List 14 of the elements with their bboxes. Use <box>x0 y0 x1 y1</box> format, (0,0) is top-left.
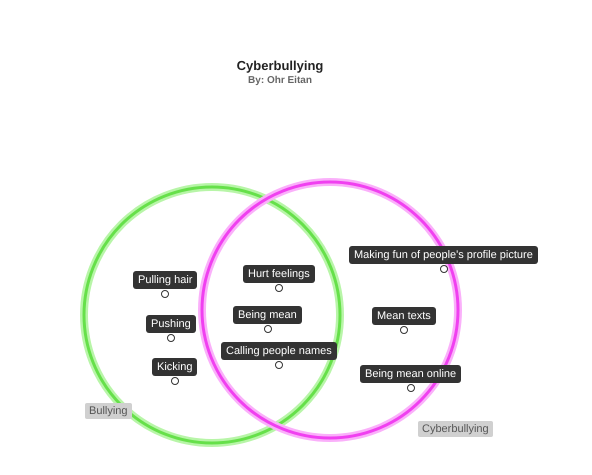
item-tag: Hurt feelings <box>243 265 315 283</box>
item-tag: Pulling hair <box>133 271 198 289</box>
item-tag: Being mean <box>233 306 302 324</box>
item-tag: Being mean online <box>360 365 462 383</box>
item-tag: Kicking <box>152 358 198 376</box>
set-label: Cyberbullying <box>418 421 493 437</box>
item-tag: Mean texts <box>372 307 436 325</box>
venn-circle <box>80 183 345 448</box>
item-tag: Making fun of people's profile picture <box>349 246 538 264</box>
item-tag: Pushing <box>146 315 196 333</box>
author-byline: By: Ohr Eitan <box>247 75 313 86</box>
set-label: Bullying <box>85 403 132 419</box>
diagram-title: Cyberbullying <box>236 58 324 73</box>
item-tag: Calling people names <box>221 342 337 360</box>
